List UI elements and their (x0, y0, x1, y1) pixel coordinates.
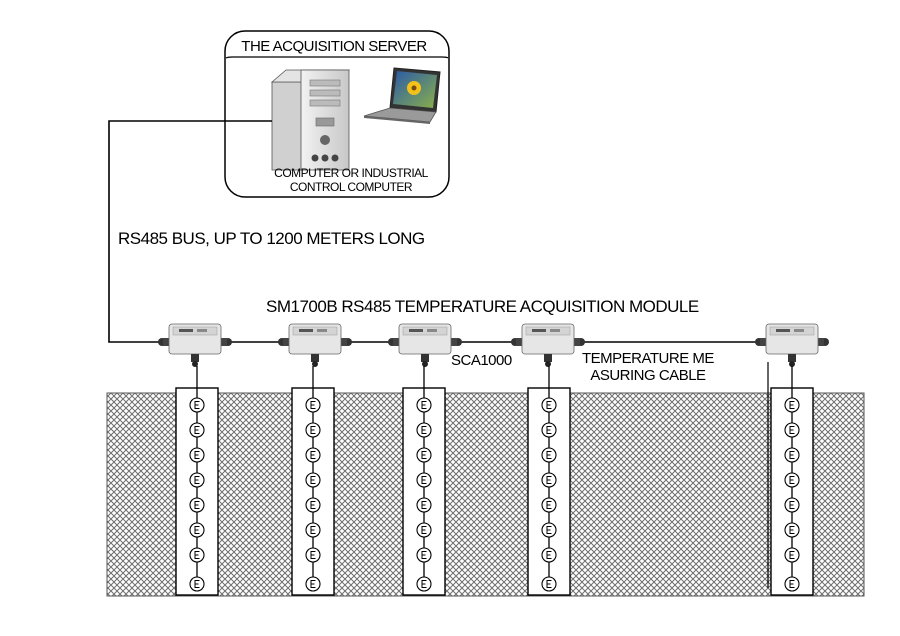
temperature-sensor-icon (305, 447, 321, 463)
temperature-sensor-icon (189, 447, 205, 463)
temperature-sensor-icon (784, 576, 800, 592)
cable-label-line1: TEMPERATURE ME (582, 350, 714, 367)
sensor-column (175, 366, 219, 596)
temperature-sensor-icon (416, 447, 432, 463)
temperature-sensor-icon (784, 547, 800, 563)
temperature-sensor-icon (189, 497, 205, 513)
temperature-sensor-icon (784, 397, 800, 413)
temperature-sensor-icon (305, 397, 321, 413)
temperature-sensor-icon (416, 497, 432, 513)
temperature-sensor-icon (541, 422, 557, 438)
sensor-column (527, 366, 571, 596)
temperature-sensor-icon (784, 497, 800, 513)
sensor-column (291, 366, 335, 596)
temperature-sensor-icon (189, 397, 205, 413)
temperature-sensor-icon (305, 576, 321, 592)
acquisition-module-icon (388, 323, 462, 367)
temperature-sensor-icon (784, 472, 800, 488)
temperature-sensor-icon (541, 397, 557, 413)
acquisition-module-icon (278, 323, 352, 367)
temperature-sensor-icon (784, 522, 800, 538)
temperature-sensor-icon (416, 397, 432, 413)
temperature-sensor-icon (541, 547, 557, 563)
ground-hatch (106, 392, 865, 597)
temperature-sensor-icon (189, 472, 205, 488)
temperature-sensor-icon (541, 447, 557, 463)
temperature-sensor-icon (305, 497, 321, 513)
rs485-bus-line (108, 120, 272, 343)
temperature-sensor-icon (416, 422, 432, 438)
acquisition-modules (158, 323, 829, 367)
bus-label: RS485 BUS, UP TO 1200 METERS LONG (118, 229, 425, 248)
temperature-sensor-icon (784, 422, 800, 438)
temperature-sensor-icon (541, 472, 557, 488)
temperature-sensor-icon (305, 522, 321, 538)
temperature-sensor-icon (541, 522, 557, 538)
tower-pc-icon (270, 69, 351, 171)
temperature-sensor-icon (189, 422, 205, 438)
module-label: SM1700B RS485 TEMPERATURE ACQUISITION MO… (266, 297, 699, 316)
temperature-sensor-icon (416, 547, 432, 563)
temperature-sensor-icon (305, 472, 321, 488)
temperature-sensor-icon (416, 576, 432, 592)
acquisition-module-icon (511, 323, 585, 367)
temperature-sensor-icon (416, 522, 432, 538)
laptop-icon (363, 67, 441, 124)
sensor-columns (175, 362, 814, 596)
temperature-sensor-icon (189, 522, 205, 538)
server-title: THE ACQUISITION SERVER (241, 38, 427, 55)
acquisition-module-icon (158, 323, 232, 367)
temperature-sensor-icon (305, 547, 321, 563)
sensor-column (770, 366, 814, 596)
acquisition-module-icon (755, 323, 829, 367)
temperature-sensor-icon (416, 472, 432, 488)
temperature-sensor-icon (784, 447, 800, 463)
temperature-sensor-icon (189, 576, 205, 592)
server-title-divider (225, 56, 449, 59)
server-caption: COMPUTER OR INDUSTRIAL CONTROL COMPUTER (274, 166, 428, 194)
cable-label-line2: ASURING CABLE (590, 367, 706, 384)
sensor-column (402, 366, 446, 596)
sensor-model-label: SCA1000 (451, 352, 512, 369)
temperature-sensor-icon (541, 576, 557, 592)
temperature-sensor-icon (189, 547, 205, 563)
cable-label: TEMPERATURE ME ASURING CABLE (582, 350, 714, 384)
temperature-sensor-icon (305, 422, 321, 438)
temperature-sensor-icon (541, 497, 557, 513)
